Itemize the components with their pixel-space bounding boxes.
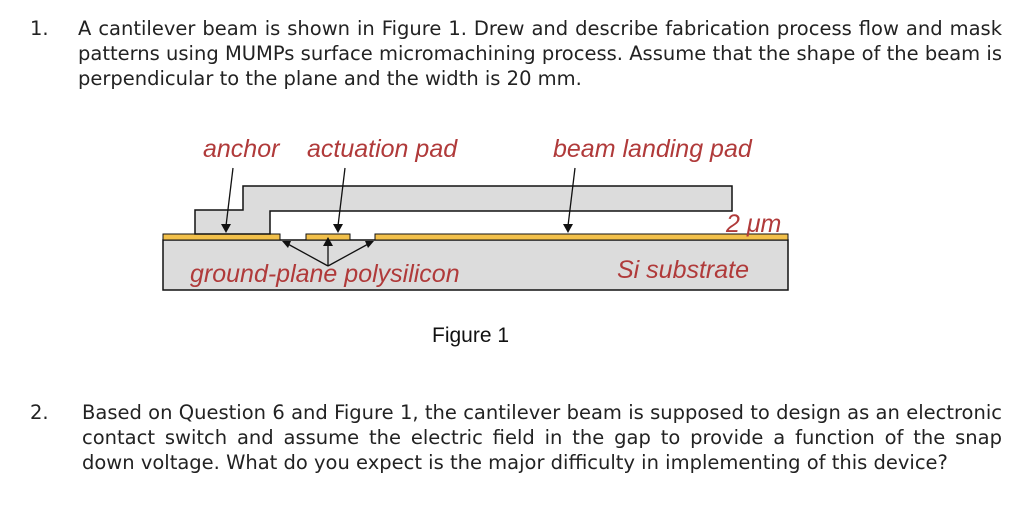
actuation-pad-arrowhead <box>333 224 343 233</box>
landing-pad-arrowhead <box>563 224 573 233</box>
question-2-text: Based on Question 6 and Figure 1, the ca… <box>82 401 1002 474</box>
question-1-number: 1. <box>30 17 49 40</box>
anchor-arrow <box>225 167 234 227</box>
landing-pad-strip <box>374 233 789 241</box>
label-ground-plane: ground-plane polysilicon <box>190 260 460 288</box>
si-substrate-block <box>162 239 789 291</box>
cantilever-beam <box>194 185 733 235</box>
anchor-poly-strip <box>162 233 281 241</box>
label-actuation-pad: actuation pad <box>307 135 458 163</box>
actuation-pad-arrow <box>337 167 346 227</box>
ground-arrowhead-right <box>365 241 374 248</box>
label-substrate: Si substrate <box>617 256 749 284</box>
label-anchor: anchor <box>203 135 281 163</box>
ground-arrow-right <box>327 242 371 267</box>
anchor-arrowhead <box>221 224 231 233</box>
question-1-text: A cantilever beam is shown in Figure 1. … <box>78 17 1002 90</box>
landing-pad-arrow <box>567 167 576 227</box>
label-gap: 2 μm <box>725 210 781 238</box>
figure-caption: Figure 1 <box>432 324 509 347</box>
ground-arrowhead-left <box>282 241 291 248</box>
label-beam-landing-pad: beam landing pad <box>553 135 753 163</box>
question-2-number: 2. <box>30 401 49 424</box>
ground-arrowhead-center <box>323 237 333 246</box>
ground-arrow-left <box>285 242 329 267</box>
